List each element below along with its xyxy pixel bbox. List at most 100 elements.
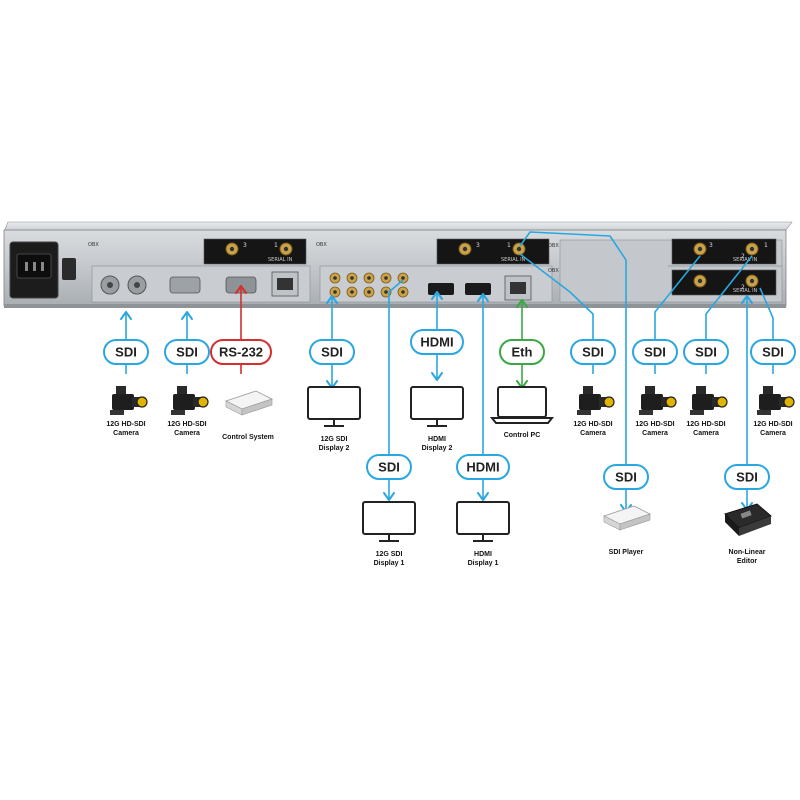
power-pin [41,262,44,271]
cable [516,364,528,389]
arrow-head [431,291,443,300]
monitor-icon [410,386,464,427]
arrow-head [326,295,338,304]
device-caption: Camera [113,430,139,437]
bnc-connector [346,286,358,298]
port-number: 3 [243,242,247,249]
camera-icon [757,386,795,415]
port-number: 3 [709,242,713,249]
connection-label-text: SDI [615,470,637,485]
port-number: 1 [764,242,768,249]
port-number: 2 [741,284,745,291]
cable [326,364,338,389]
cable [741,295,753,465]
cable [516,299,528,340]
bnc-connector [279,242,293,256]
hdmi-port [465,283,491,295]
bnc-connector [363,272,375,284]
cable [654,255,701,340]
cable [383,479,395,501]
device-caption: Camera [693,430,719,437]
connection-label-text: Eth [512,345,533,360]
port-number: 1 [274,242,278,249]
bnc-connector [458,242,472,256]
camera-icon [639,386,677,415]
device-caption: SDI Player [609,549,644,556]
arrow-head [181,311,193,320]
device-caption: Display 1 [468,560,499,567]
connection-label-text: HDMI [420,335,453,350]
serial-in-label: SERIAL IN [733,257,758,263]
cable [519,253,594,340]
connection-label-text: HDMI [466,460,499,475]
obx-card-3: OBX SERIAL IN [548,238,777,265]
rack-unit: OBX SERIAL IN OBX SERIAL IN OBX SERIAL I… [3,221,793,308]
connection-label-hdmi: HDMI [456,454,510,480]
serial-in-label: SERIAL IN [268,257,293,263]
hdmi-port [428,283,454,295]
serial-in-label: SERIAL IN [733,288,758,294]
connection-label-sdi: SDI [750,339,796,365]
bnc-connector [512,242,526,256]
device-caption: 12G HD-SDI [106,421,145,428]
editor-box-icon [724,503,772,536]
cable [477,293,489,455]
bnc-connector [329,272,341,284]
device-caption: Camera [760,430,786,437]
connection-label-sdi: SDI [603,464,649,490]
bnc-connector [693,274,707,288]
device-caption: Camera [174,430,200,437]
bnc-connector [397,272,409,284]
connection-label-eth: Eth [499,339,545,365]
device-caption: Display 2 [319,445,350,452]
device-caption: HDMI [428,436,446,443]
connection-label-sdi: SDI [366,454,412,480]
connection-label-sdi: SDI [164,339,210,365]
camera-icon [690,386,728,415]
fuse-holder [62,258,76,280]
camera-icon [110,386,148,415]
db-connector [169,276,201,294]
device-caption: 12G SDI [321,436,348,443]
slot-label: OBX [548,268,559,274]
port-number: 2 [741,253,745,260]
arrow-head [516,299,528,308]
device-caption: Editor [737,558,757,565]
serial-in-label: SERIAL IN [501,257,526,263]
control-box-icon [224,390,274,416]
connection-label-sdi: SDI [103,339,149,365]
device-caption: 12G HD-SDI [635,421,674,428]
power-pin [25,262,28,271]
device-caption: Camera [642,430,668,437]
cable [519,231,627,465]
connection-label-text: SDI [736,470,758,485]
camera-icon [577,386,615,415]
connection-label-rs-232: RS-232 [210,339,272,365]
connection-label-text: SDI [644,345,666,360]
cable [181,311,193,340]
connection-label-sdi: SDI [570,339,616,365]
device-caption: 12G HD-SDI [167,421,206,428]
cable [705,255,753,340]
device-caption: Display 2 [422,445,453,452]
device-caption: Control System [222,434,274,441]
arrow-head [741,295,753,304]
arrow-head [120,311,132,320]
bnc-connector [745,242,759,256]
cable [431,291,443,330]
player-box-icon [602,505,652,531]
connection-label-hdmi: HDMI [410,329,464,355]
arrow-head [477,492,489,501]
device-caption: Control PC [504,432,541,439]
arrow-head [383,492,395,501]
monitor-icon [307,386,361,427]
obx-card-2: OBX SERIAL IN [316,238,550,265]
bnc-connector [363,286,375,298]
monitor-icon [456,501,510,542]
slot-label: OBX [88,242,99,248]
cables [120,231,774,513]
monitor-icon [362,501,416,542]
connection-label-text: SDI [695,345,717,360]
